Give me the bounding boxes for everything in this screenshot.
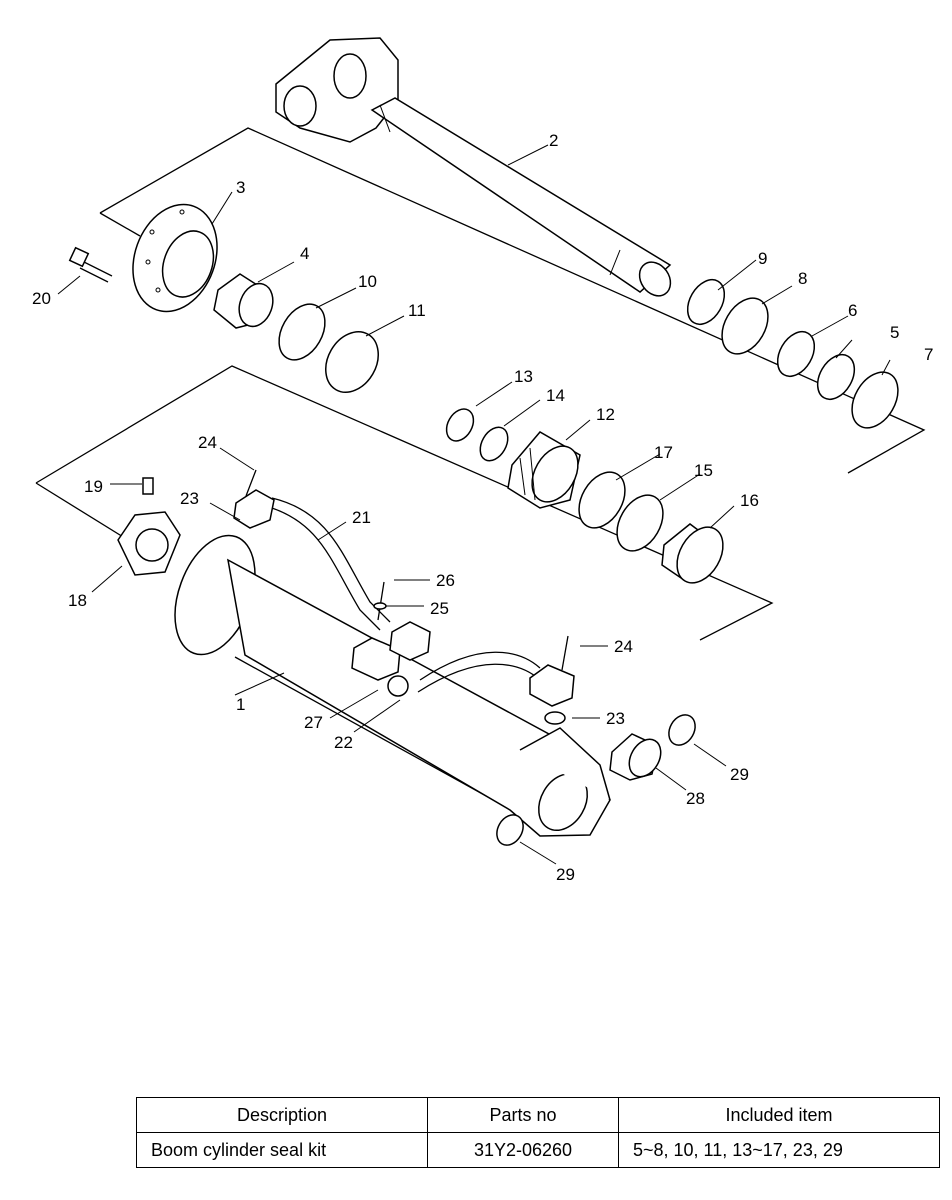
cell-parts-no: 31Y2-06260 [427, 1132, 619, 1168]
callout-23-lower: 23 [606, 709, 625, 728]
callout-13: 13 [514, 367, 533, 386]
callout-17: 17 [654, 443, 673, 462]
seal-kit-table: Description Parts no Included item Boom … [136, 1097, 940, 1168]
header-parts-no: Parts no [427, 1097, 619, 1133]
lock-nut [117, 477, 181, 576]
bushing-4 [213, 273, 274, 329]
callout-15: 15 [694, 461, 713, 480]
callout-19: 19 [84, 477, 103, 496]
cell-description: Boom cylinder seal kit [136, 1132, 428, 1168]
callout-24-upper: 24 [198, 433, 217, 452]
cylinder-tube [174, 534, 611, 837]
table-header-row: Description Parts no Included item [136, 1097, 940, 1133]
callout-27: 27 [304, 713, 323, 732]
callout-6: 6 [848, 301, 857, 320]
pipes [233, 489, 575, 707]
callout-4: 4 [300, 244, 309, 263]
callout-2: 2 [549, 131, 558, 150]
callout-10: 10 [358, 272, 377, 291]
callout-16: 16 [740, 491, 759, 510]
callout-18: 18 [68, 591, 87, 610]
callout-24-lower: 24 [614, 637, 633, 656]
callout-29-bottom: 29 [556, 865, 575, 884]
callout-12: 12 [596, 405, 615, 424]
callout-3: 3 [236, 178, 245, 197]
callout-25: 25 [430, 599, 449, 618]
fittings [245, 469, 569, 725]
callout-21: 21 [352, 508, 371, 527]
pipe-clamps [351, 621, 431, 697]
callout-8: 8 [798, 269, 807, 288]
seal-rings [278, 278, 899, 552]
callout-1: 1 [236, 695, 245, 714]
callout-20: 20 [32, 289, 51, 308]
callout-11: 11 [408, 301, 426, 320]
cover-bolt [68, 246, 113, 283]
callout-numbers: 1 2 3 4 5 6 7 8 9 10 11 12 13 14 15 16 1… [32, 131, 933, 884]
callout-14: 14 [546, 386, 565, 405]
callout-9: 9 [758, 249, 767, 268]
callout-29-right: 29 [730, 765, 749, 784]
piston-rod [275, 37, 672, 297]
header-included-item: Included item [618, 1097, 940, 1133]
callout-26: 26 [436, 571, 455, 590]
callout-23-upper: 23 [180, 489, 199, 508]
cell-included-item: 5~8, 10, 11, 13~17, 23, 29 [618, 1132, 940, 1168]
wear-ring [661, 523, 724, 584]
table-row: Boom cylinder seal kit 31Y2-06260 5~8, 1… [136, 1132, 940, 1168]
header-description: Description [136, 1097, 428, 1133]
callout-5: 5 [890, 323, 899, 342]
leader-lines [57, 144, 891, 865]
callout-7: 7 [924, 345, 933, 364]
rod-cover [132, 203, 218, 313]
piston [507, 431, 581, 509]
pin-bushing [496, 714, 696, 846]
callout-28: 28 [686, 789, 705, 808]
exploded-parts-diagram: 1 2 3 4 5 6 7 8 9 10 11 12 13 14 15 16 1… [32, 37, 933, 884]
callout-22: 22 [334, 733, 353, 752]
